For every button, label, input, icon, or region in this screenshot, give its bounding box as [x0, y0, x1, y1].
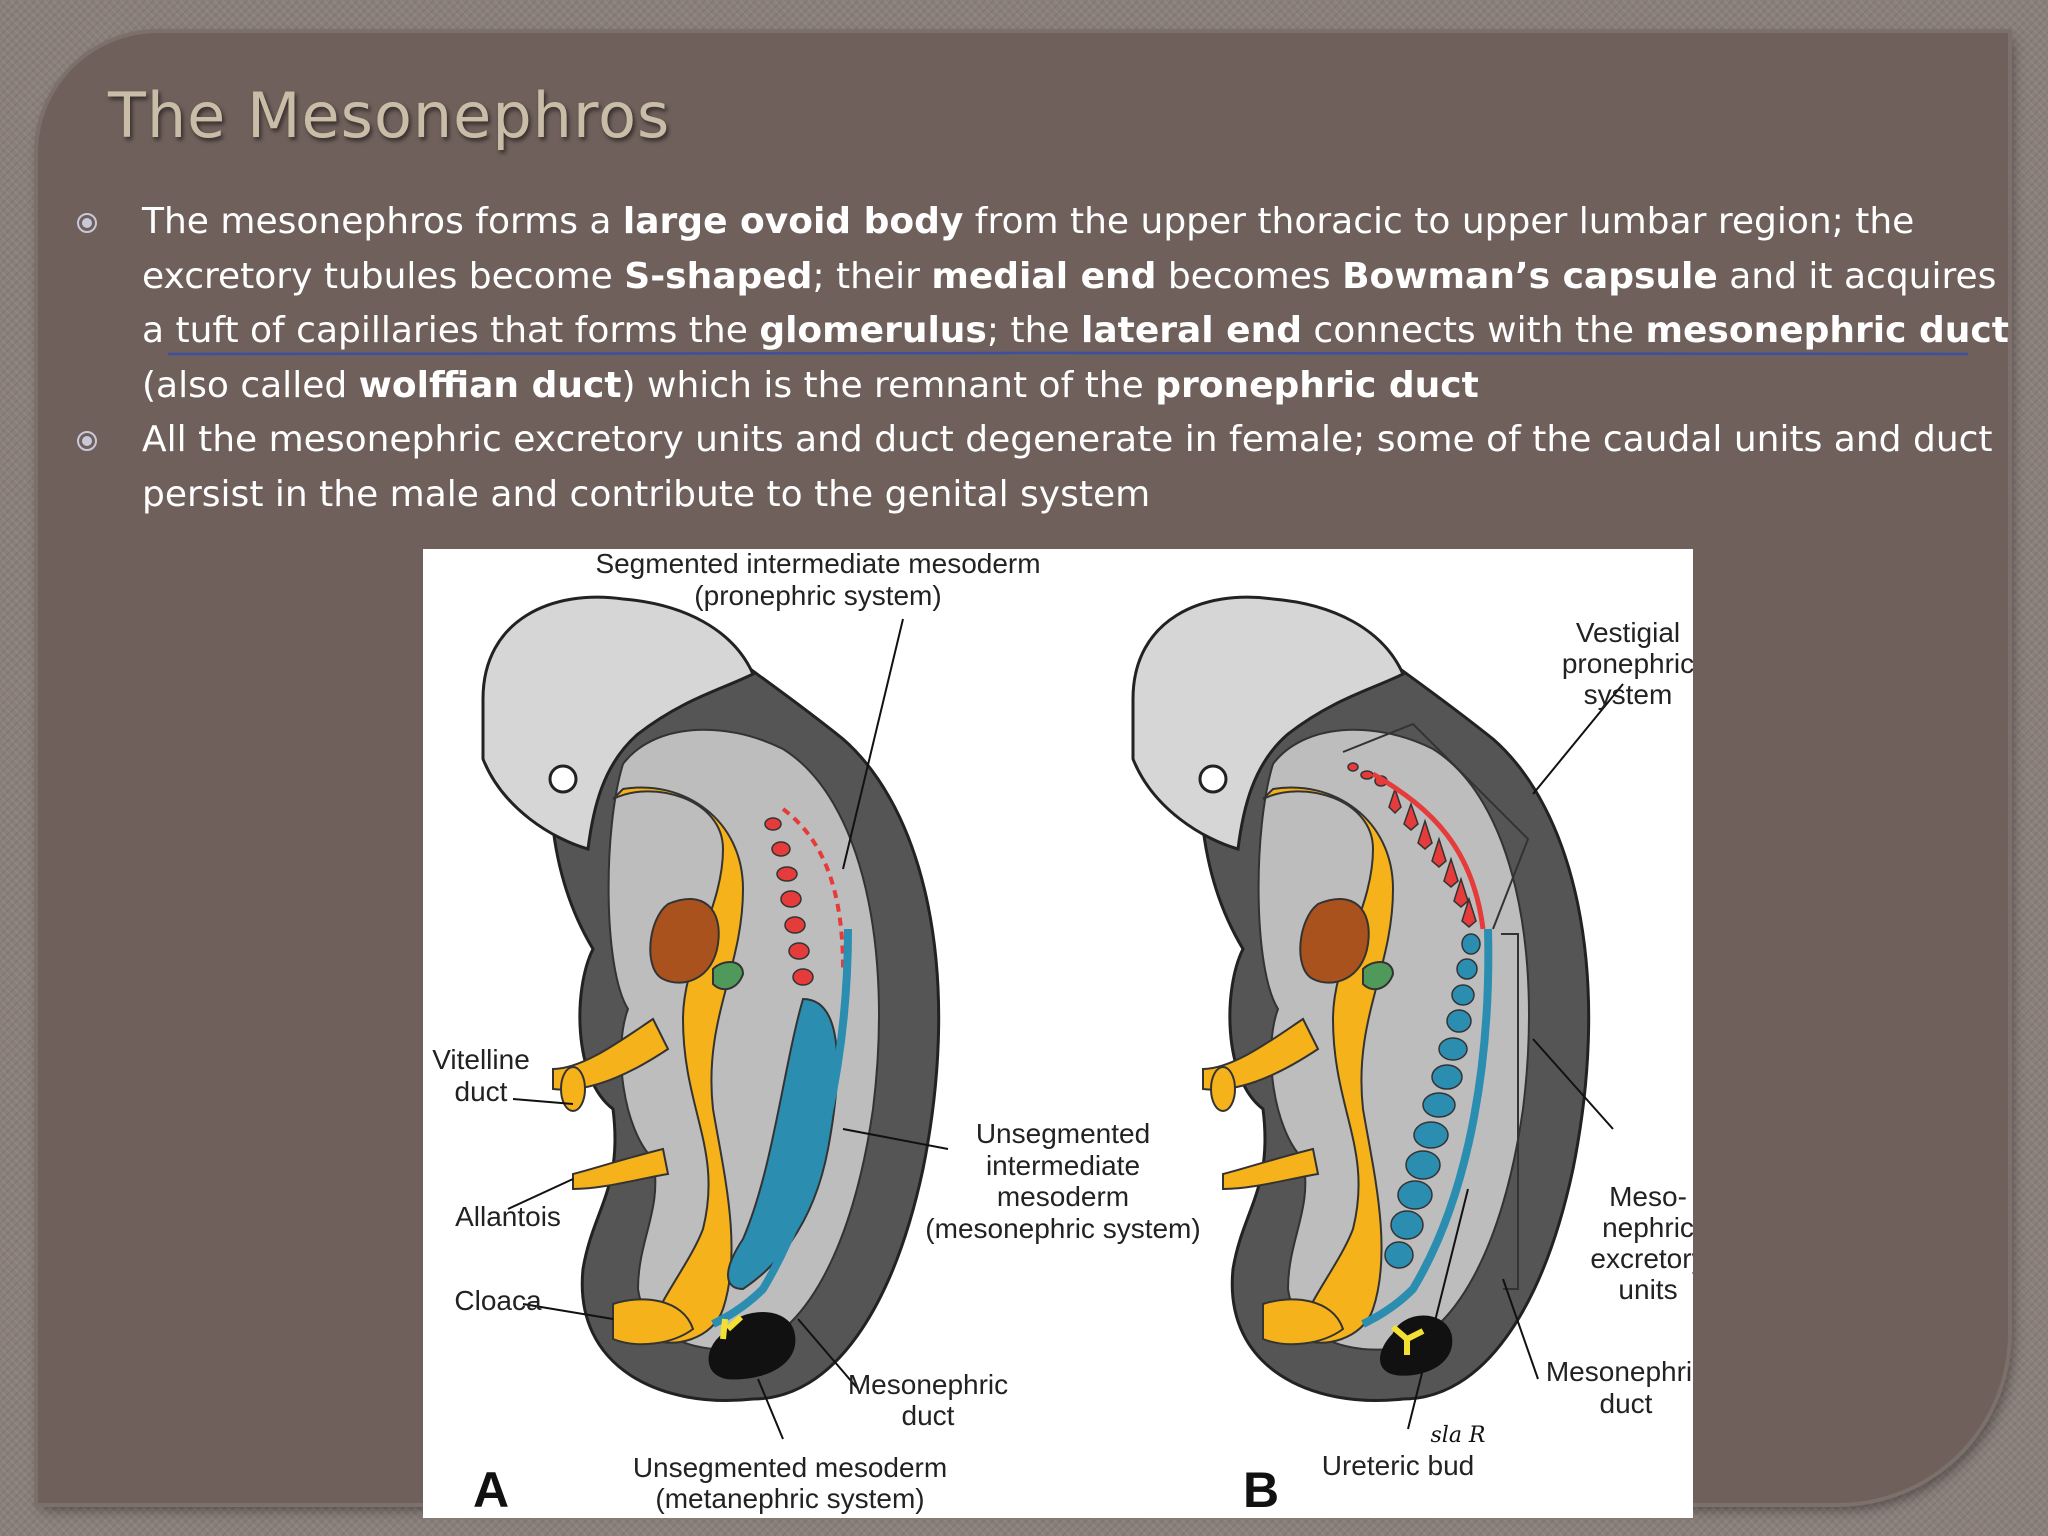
label-unsegmented: Unsegmented	[976, 1118, 1150, 1149]
bullet-text: becomes	[1156, 255, 1343, 297]
label-segmented-mesoderm: Segmented intermediate mesoderm	[595, 549, 1040, 579]
label-nephric: nephric	[1602, 1212, 1693, 1243]
bullet-bold: S-shaped	[624, 255, 813, 297]
label-meso: Meso-	[1609, 1181, 1687, 1212]
label-intermediate: intermediate	[986, 1150, 1140, 1181]
label-excretory: excretory	[1590, 1243, 1693, 1274]
bullet-text: from the upper thoracic to upper lumbar …	[142, 201, 1915, 297]
label-vitelline-duct: duct	[455, 1076, 508, 1107]
label-vestigial: Vestigial	[1576, 617, 1680, 648]
label-system: system	[1584, 679, 1673, 710]
label-mesonephric: Mesonephric	[848, 1369, 1008, 1400]
bullet-bold: medial end	[931, 255, 1157, 297]
slide-title: The Mesonephros	[108, 79, 671, 152]
bullet-text: ) which is the remnant of the	[621, 364, 1156, 406]
bullet-icon	[77, 431, 97, 451]
bullet-text: ; the	[986, 310, 1081, 351]
bullet-text: All the mesonephric excretory units and …	[142, 419, 1993, 515]
embryo-figure: A Segmented intermediate mesoderm (prone…	[423, 549, 1693, 1518]
bullet-text: The mesonephros forms a	[142, 201, 623, 242]
bullet-bold: pronephric duct	[1155, 364, 1479, 406]
bullet-bold: lateral end	[1080, 310, 1302, 351]
label-ureteric-bud: Ureteric bud	[1322, 1450, 1475, 1481]
label-mesonephric: Mesonephric	[1546, 1356, 1693, 1387]
label-pronephric: pronephric	[1562, 648, 1693, 679]
label-unsegmented-mesoderm: Unsegmented mesoderm	[633, 1452, 947, 1483]
bullet-bold: large ovoid body	[622, 201, 964, 242]
panel-b-letter: B	[1243, 1462, 1279, 1518]
label-pronephric-system: (pronephric system)	[694, 580, 941, 611]
artist-signature: sla R	[1431, 1423, 1486, 1448]
panel-a-letter: A	[473, 1462, 509, 1518]
label-allantois: Allantois	[455, 1201, 561, 1232]
bullet-text: (also called	[142, 364, 359, 406]
label-units: units	[1618, 1274, 1677, 1305]
label-duct: duct	[1600, 1388, 1653, 1419]
label-duct: duct	[902, 1400, 955, 1431]
label-cloaca: Cloaca	[454, 1285, 542, 1316]
bullet-text: connects with the	[1301, 310, 1646, 351]
label-mesonephric-system: (mesonephric system)	[925, 1213, 1200, 1244]
bullet-item: All the mesonephric excretory units and …	[68, 413, 2028, 522]
annotation-underline	[168, 351, 1968, 356]
panel-a-drawing: A Segmented intermediate mesoderm (prone…	[432, 549, 1200, 1518]
slide-panel: The Mesonephros The mesonephros forms a …	[38, 33, 2009, 1518]
label-vitelline: Vitelline	[432, 1044, 530, 1075]
bullet-bold: wolffian duct	[358, 364, 622, 406]
bullet-bold: mesonephric duct	[1645, 310, 2009, 351]
bullet-icon	[77, 213, 97, 233]
bullet-text: ; their	[812, 255, 932, 297]
bullet-text: and it acquires a tuft of capillaries th…	[142, 255, 1997, 352]
bullet-item: The mesonephros forms a large ovoid body…	[68, 195, 2028, 413]
panel-b-drawing: B Vestigial pronephric system Meso- neph…	[1131, 595, 1693, 1518]
bullet-bold: Bowman’s capsule	[1342, 255, 1718, 297]
bullet-bold: glomerulus	[759, 310, 987, 351]
bullet-list: The mesonephros forms a large ovoid body…	[68, 195, 2028, 522]
label-mesoderm: mesoderm	[997, 1181, 1129, 1212]
label-metanephric-system: (metanephric system)	[655, 1483, 924, 1514]
